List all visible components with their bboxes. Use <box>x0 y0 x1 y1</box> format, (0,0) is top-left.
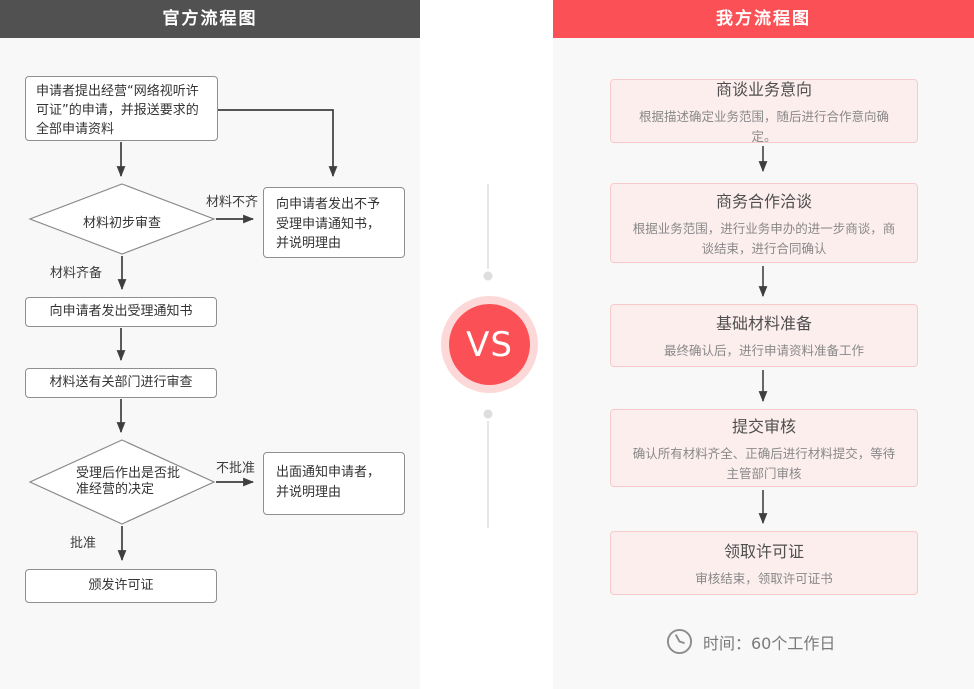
step-desc: 确认所有材料齐全、正确后进行材料提交，等待主管部门审核 <box>632 446 896 481</box>
our-step-1: 商谈业务意向 根据描述确定业务范围，随后进行合作意向确定。 <box>610 79 918 144</box>
step-title: 基础材料准备 <box>715 314 812 334</box>
our-step-5: 领取许可证 审核结束，领取许可证书 <box>610 531 918 595</box>
official-header: 官方流程图 <box>0 0 420 38</box>
diamond-label-approval-decision: 受理后作出是否批准经营的决定 <box>76 466 181 497</box>
step-desc: 根据业务范围，进行业务申办的进一步商谈，商谈结束，进行合同确认 <box>632 221 896 256</box>
step-title: 提交审核 <box>731 417 796 437</box>
step-title: 商谈业务意向 <box>715 80 812 100</box>
flow-box-issue-license: 颁发许可证 <box>25 569 217 603</box>
flow-box-accept-notice: 向申请者发出受理通知书 <box>25 297 217 327</box>
time-note-row: 时间：60个工作日 <box>666 628 835 655</box>
our-step-3: 基础材料准备 最终确认后，进行申请资料准备工作 <box>610 304 918 367</box>
flow-box-inform-reject: 出面通知申请者，并说明理由 <box>263 452 405 515</box>
our-step-4: 提交审核 确认所有材料齐全、正确后进行材料提交，等待主管部门审核 <box>610 409 918 487</box>
our-step-2: 商务合作洽谈 根据业务范围，进行业务申办的进一步商谈，商谈结束，进行合同确认 <box>610 183 918 263</box>
clock-icon <box>666 628 693 655</box>
diamond-label-initial-review: 材料初步审查 <box>82 216 161 231</box>
our-header: 我方流程图 <box>553 0 974 38</box>
step-title: 商务合作洽谈 <box>715 192 812 212</box>
flow-box-send-review: 材料送有关部门进行审查 <box>25 368 217 398</box>
branch-label-incomplete: 材料不齐 <box>206 195 259 210</box>
flow-box-apply: 申请者提出经营“网络视听许可证”的申请，并报送要求的全部申请资料 <box>25 76 218 141</box>
divider-dot-bottom <box>483 409 493 419</box>
vs-badge: VS <box>441 296 538 393</box>
branch-label-approved: 批准 <box>70 536 97 551</box>
vs-label: VS <box>449 304 530 385</box>
step-desc: 审核结束，领取许可证书 <box>695 570 833 586</box>
branch-label-complete: 材料齐备 <box>50 266 103 281</box>
time-note-text: 时间：60个工作日 <box>703 633 836 653</box>
divider-dot-top <box>483 271 493 281</box>
flow-box-reject-notice: 向申请者发出不予受理申请通知书，并说明理由 <box>263 187 405 258</box>
branch-label-not-approved: 不批准 <box>216 461 256 476</box>
step-title: 领取许可证 <box>723 541 804 561</box>
step-desc: 最终确认后，进行申请资料准备工作 <box>663 343 864 359</box>
step-desc: 根据描述确定业务范围，随后进行合作意向确定。 <box>638 109 889 144</box>
